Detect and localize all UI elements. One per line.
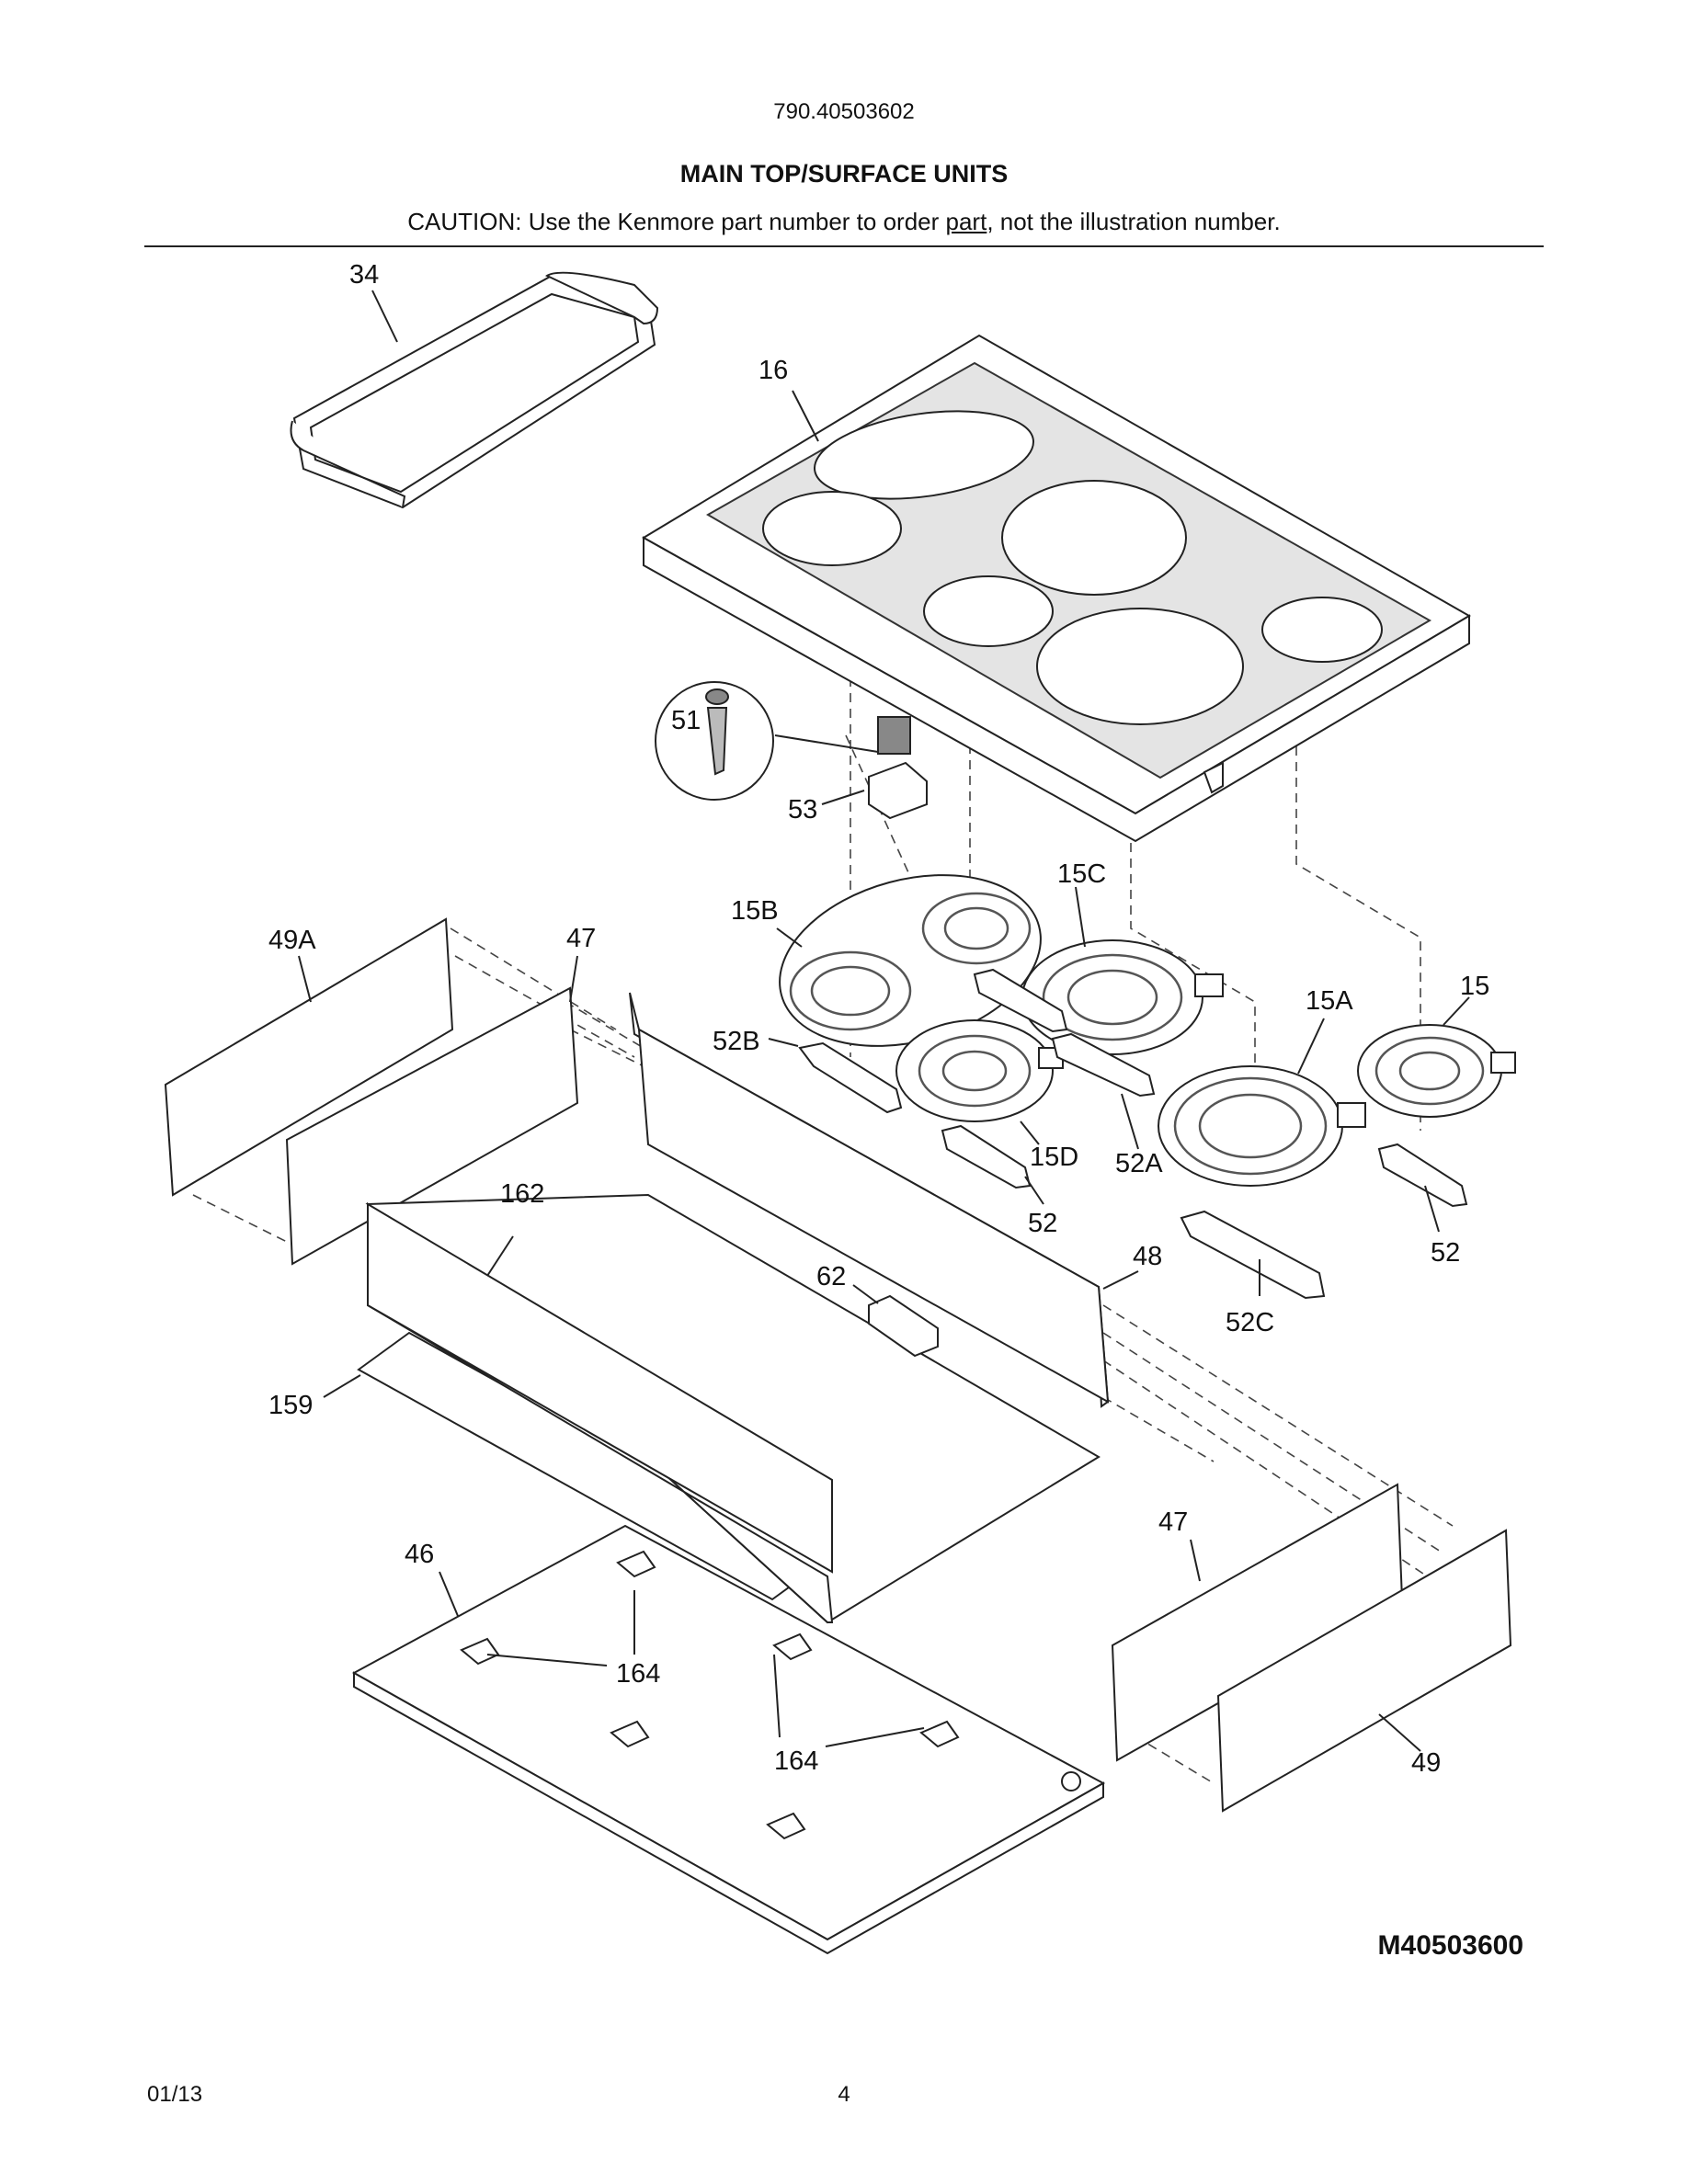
diagram-number: M40503600 (1377, 1930, 1523, 1961)
callout-15C: 15C (1057, 859, 1106, 889)
footer-date: 01/13 (147, 2082, 203, 2107)
element-brackets (798, 968, 1468, 1300)
callout-51: 51 (671, 706, 701, 735)
caution-text-end: , not the illustration number. (987, 208, 1281, 235)
callout-49: 49 (1411, 1748, 1441, 1778)
callout-47-right: 47 (1158, 1507, 1188, 1537)
caution-text: CAUTION: Use the Kenmore part number to … (407, 208, 946, 235)
model-number: 790.40503602 (773, 99, 915, 124)
caution-note: CAUTION: Use the Kenmore part number to … (0, 208, 1688, 236)
rear-panel-48 (629, 992, 1110, 1408)
griddle-part-34 (290, 271, 659, 509)
callout-46: 46 (405, 1540, 434, 1569)
surface-element-15 (1357, 1024, 1516, 1118)
terminal-block-62 (868, 1294, 939, 1358)
callout-52-right: 52 (1431, 1238, 1460, 1268)
surface-element-15A (1158, 1065, 1366, 1187)
callout-164-lower: 164 (774, 1746, 818, 1776)
callout-16: 16 (758, 356, 788, 385)
surface-element-15B (779, 874, 1042, 1047)
header-divider (144, 245, 1544, 247)
callout-52-center: 52 (1028, 1209, 1057, 1238)
callout-labels: 34 16 51 53 15C 15B 49A 47 15A 15 52B 15… (268, 260, 1489, 1778)
callout-162: 162 (500, 1179, 544, 1209)
callout-49A: 49A (268, 926, 316, 955)
surface-element-15C (1021, 939, 1224, 1055)
side-panel-49A (164, 917, 454, 1197)
callout-52B: 52B (713, 1027, 760, 1056)
leader-lines (298, 290, 1470, 1752)
chassis-162 (365, 1193, 1101, 1624)
callout-15A: 15A (1306, 986, 1353, 1016)
footer-page-number: 4 (838, 2082, 850, 2107)
callout-15B: 15B (731, 896, 779, 926)
callout-53: 53 (788, 795, 817, 825)
callout-159: 159 (268, 1391, 313, 1420)
callout-62: 62 (816, 1262, 846, 1291)
side-panel-47-left (285, 986, 579, 1266)
bottom-pan-46 (351, 1524, 1106, 1955)
callout-52C: 52C (1226, 1308, 1274, 1337)
surface-element-15D (895, 1019, 1064, 1122)
detail-magnifier (655, 681, 928, 820)
callout-15D: 15D (1030, 1143, 1078, 1172)
side-panel-49 (1216, 1529, 1512, 1813)
callout-15: 15 (1460, 972, 1489, 1001)
cooktop-glass-top-part-16 (642, 334, 1471, 843)
callout-34: 34 (349, 260, 379, 290)
caution-underlined-word: part (945, 208, 987, 235)
leveling-brackets-164 (460, 1550, 960, 1840)
callout-48: 48 (1133, 1242, 1162, 1271)
callout-164-upper: 164 (616, 1659, 660, 1689)
section-title: MAIN TOP/SURFACE UNITS (679, 160, 1009, 188)
callout-52A: 52A (1115, 1149, 1163, 1178)
callout-47-left: 47 (566, 924, 596, 953)
